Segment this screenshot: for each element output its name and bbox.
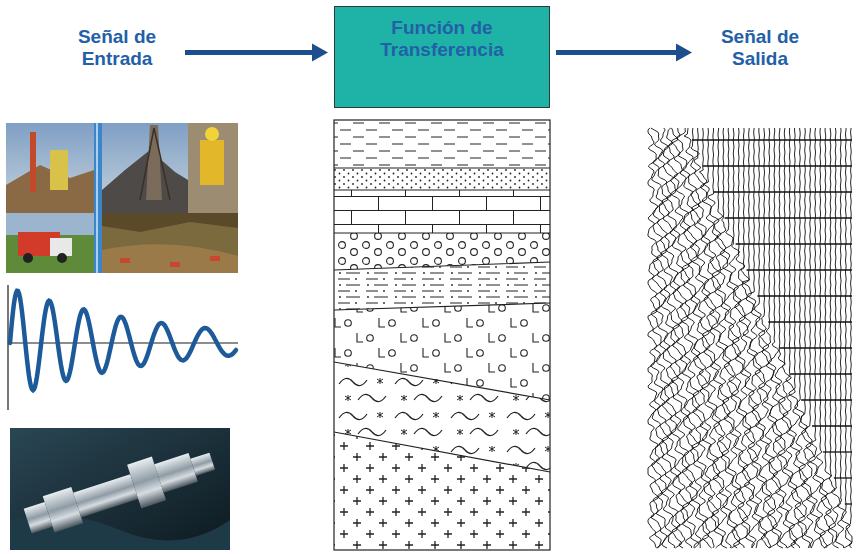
seismic-trace <box>820 128 831 548</box>
seismic-trace <box>696 128 709 548</box>
reflector-line <box>845 503 852 504</box>
seismic-trace <box>732 128 745 548</box>
photo-worker-bg <box>188 123 238 213</box>
arrow-shaft <box>185 50 314 55</box>
photo-sky <box>6 123 94 213</box>
shale-layer <box>334 120 550 168</box>
seismic-trace <box>712 128 724 548</box>
hard-hat <box>205 127 219 141</box>
worker <box>50 150 68 190</box>
flow-arrow <box>185 44 328 62</box>
drill-rig <box>146 125 162 200</box>
wheel <box>57 253 67 263</box>
drill-mast <box>30 132 36 192</box>
tool-body <box>21 439 220 543</box>
reflector-line <box>812 425 852 426</box>
worker-suit <box>200 140 224 185</box>
seismic-trace <box>829 128 840 548</box>
wave-axes <box>8 285 238 410</box>
reflector-line <box>692 139 852 140</box>
seismic-trace <box>835 128 846 548</box>
tool-tip <box>190 453 215 476</box>
layer-boundaries <box>334 168 550 472</box>
photo-collage <box>6 123 238 273</box>
seismic-trace <box>798 128 811 548</box>
seismic-trace <box>648 128 658 548</box>
volcano <box>102 150 188 213</box>
reflector-line <box>768 321 852 322</box>
geological-column <box>334 120 550 550</box>
reflector-line <box>736 243 852 244</box>
collage-frame <box>6 123 238 273</box>
signal-label-node: Señal de Entrada <box>55 22 179 74</box>
node-text: Función de Transferencia <box>345 17 539 61</box>
reflector-line <box>757 295 852 296</box>
arrow-head <box>312 44 328 62</box>
seismic-trace <box>783 128 796 548</box>
reflector-line <box>779 347 852 348</box>
igneous-layer <box>334 432 550 550</box>
reflector-line <box>714 191 852 192</box>
damped-wave <box>10 291 236 390</box>
hill-ridge <box>102 213 238 232</box>
reflector-line <box>725 217 852 218</box>
tool-shaft <box>73 474 138 517</box>
seismic-trace <box>815 128 827 548</box>
seismic-trace <box>681 128 694 548</box>
photo-sky <box>6 213 94 235</box>
photo-divider-light <box>96 123 98 273</box>
photo-sky <box>102 123 188 213</box>
reflector-line <box>747 269 853 270</box>
photo-field <box>6 213 94 273</box>
flag <box>210 256 220 261</box>
seismic-section <box>648 128 852 548</box>
vibrator-tool-photo <box>10 428 230 550</box>
seismic-trace <box>717 128 730 548</box>
column-outline <box>334 120 550 550</box>
drill-rig-strut <box>140 128 170 200</box>
seismic-trace <box>809 128 822 548</box>
seismic-trace <box>763 128 776 548</box>
node-text: Señal de Salida <box>704 26 816 70</box>
seismic-trace <box>706 128 719 548</box>
seismic-trace <box>804 128 816 548</box>
seismic-trace <box>846 128 852 548</box>
photo-background <box>10 428 230 550</box>
node-text: Señal de Entrada <box>61 26 173 70</box>
process-box: Función de Transferencia <box>334 6 550 108</box>
seismic-trace <box>841 128 852 548</box>
input-waveform <box>10 291 236 390</box>
seismic-trace <box>686 128 699 548</box>
reflector-line <box>790 373 852 374</box>
seismic-trace <box>661 128 674 548</box>
reflector-line <box>801 399 852 400</box>
photo-hillside <box>102 213 238 273</box>
flag <box>120 258 130 263</box>
reflector-line <box>834 477 852 478</box>
seismic-trace <box>702 128 715 548</box>
seismic-trace <box>738 128 751 548</box>
arrow-shaft <box>556 50 678 55</box>
sand-layer <box>334 168 550 190</box>
seismic-trace <box>676 128 689 548</box>
photo-divider <box>94 123 102 273</box>
seismic-trace <box>656 128 669 548</box>
flow-arrow <box>556 44 692 62</box>
seismic-trace <box>651 128 664 548</box>
reflector-line <box>823 451 852 452</box>
hill-slope <box>102 244 238 273</box>
flag <box>170 262 180 267</box>
arrow-head <box>676 44 692 62</box>
wheel <box>23 253 33 263</box>
limestone-layer <box>334 190 550 233</box>
reflector-line <box>703 165 852 166</box>
signal-label-node: Señal de Salida <box>698 22 822 74</box>
seismic-trace <box>824 128 836 548</box>
seismic-trace <box>794 128 806 548</box>
